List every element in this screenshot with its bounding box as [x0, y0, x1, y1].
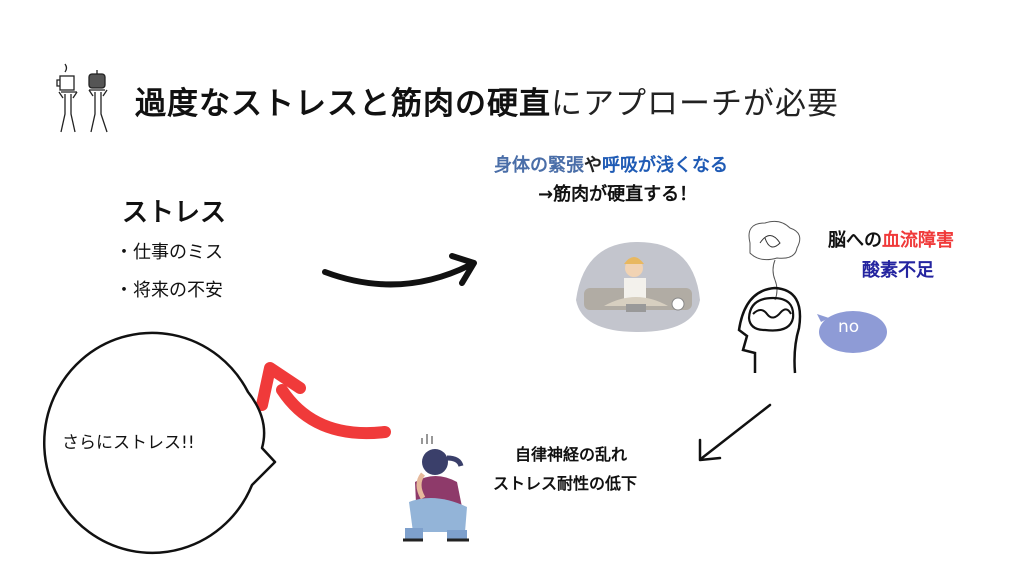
no-label: no [838, 317, 860, 337]
stress-item: ・仕事のミス [115, 242, 223, 263]
title-part1: 過度なストレスと [135, 86, 391, 122]
to-brain: 脳への [828, 230, 882, 251]
shallow-breath: 呼吸が浅くなる [602, 155, 728, 176]
waiters-carrying-cups-icon [56, 63, 108, 133]
stress-heading: ストレス [122, 198, 227, 228]
stress-item: ・将来の不安 [115, 280, 223, 301]
page-title: 過度なストレスと筋肉の硬直にアプローチが必要 [135, 78, 839, 123]
reduced-stress-tolerance: ストレス耐性の低下 [493, 474, 638, 493]
depressed-person-illustration [403, 434, 469, 542]
muscle-stiffen-text: →筋肉が硬直する！ [538, 184, 698, 205]
body-effect-text: 身体の緊張や呼吸が浅くなる [494, 151, 728, 177]
brain-effect-text: 脳への血流障害 [828, 226, 954, 252]
autonomic-disorder: 自律神経の乱れ [515, 445, 628, 464]
head-with-brain-icon [737, 220, 802, 374]
body-and: や [584, 155, 602, 176]
blood-flow-disorder: 血流障害 [882, 230, 954, 251]
body-tension: 身体の緊張 [494, 155, 584, 176]
title-part2: 筋肉の硬直 [391, 86, 551, 122]
oxygen-deficiency: 酸素不足 [862, 260, 934, 281]
more-stress-text: さらにストレス!! [62, 433, 195, 453]
title-part3: にアプローチが必要 [551, 86, 839, 122]
stressed-person-illustration [576, 242, 700, 332]
no-speech-bubble [817, 311, 887, 353]
